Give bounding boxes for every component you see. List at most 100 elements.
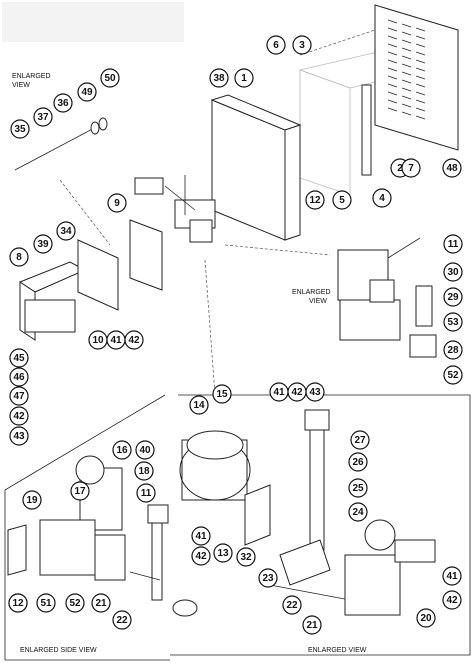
callout-label: 20 [420, 613, 432, 624]
callout-23: 23 [258, 568, 278, 588]
callout-21: 21 [91, 593, 111, 613]
vent-slot [387, 107, 398, 112]
callout-37: 37 [33, 107, 53, 127]
callout-label: 52 [447, 370, 459, 381]
callout-5: 5 [332, 190, 352, 210]
callout-label: 41 [110, 335, 122, 346]
callout-label: 16 [116, 445, 128, 456]
vent-slot [415, 35, 426, 40]
callout-label: 5 [339, 195, 345, 206]
vent-slot [401, 23, 412, 28]
callout-42: 42 [287, 382, 307, 402]
vent-slot [415, 115, 426, 120]
vent-slot [387, 67, 398, 72]
header-blank-box [2, 2, 184, 42]
vent-slot [387, 59, 398, 64]
vent-slot [415, 75, 426, 80]
callout-label: 11 [141, 488, 152, 499]
vent-slot [415, 107, 426, 112]
callout-label: 42 [13, 411, 25, 422]
callout-label: 27 [354, 435, 366, 446]
callout-label: 48 [446, 163, 458, 174]
tee-fitting [269, 539, 351, 601]
label-enlarged-left-2: VIEW [12, 82, 30, 89]
callout-38: 38 [209, 68, 229, 88]
callout-label: 12 [309, 195, 321, 206]
callout-17: 17 [70, 481, 90, 501]
vent-slot [401, 71, 412, 76]
label-enlarged-side-view: ENLARGED SIDE VIEW [20, 647, 97, 654]
blower-housing [179, 430, 251, 501]
vent-slot [387, 83, 398, 88]
label-enlarged-right-2: VIEW [309, 298, 327, 305]
side-pipe [129, 519, 198, 617]
callout-label: 53 [447, 317, 459, 328]
callout-label: 1 [241, 73, 247, 84]
callout-label: 36 [57, 98, 69, 109]
callout-41: 41 [269, 382, 289, 402]
vent-slot [415, 83, 426, 88]
frame-enlarged-side-view [4, 394, 166, 660]
callout-45: 45 [9, 348, 29, 368]
callout-51: 51 [36, 593, 56, 613]
callout-12: 12 [8, 593, 28, 613]
vent-slot [401, 95, 412, 100]
vent-slot [401, 79, 412, 84]
vent-slot [387, 19, 398, 24]
vent-slot [387, 51, 398, 56]
callout-21: 21 [302, 615, 322, 635]
mount-plate [129, 219, 163, 291]
vent-slot [415, 27, 426, 32]
rod-assembly [14, 117, 108, 171]
vent-slot [401, 111, 412, 116]
callout-18: 18 [134, 461, 154, 481]
callout-4: 4 [372, 188, 392, 208]
callout-35: 35 [10, 119, 30, 139]
vent-slot [401, 31, 412, 36]
callout-12: 12 [305, 190, 325, 210]
callout-label: 4 [379, 193, 385, 204]
callout-label: 17 [74, 486, 86, 497]
vent-slot [415, 91, 426, 96]
callout-label: 45 [13, 353, 25, 364]
callout-label: 30 [447, 267, 459, 278]
valve-box [18, 261, 87, 341]
valve-assembly [344, 519, 436, 616]
callout-24: 24 [348, 502, 368, 522]
callout-label: 10 [92, 335, 104, 346]
callout-47: 47 [9, 386, 29, 406]
callout-15: 15 [212, 384, 232, 404]
callout-label: 35 [14, 124, 26, 135]
callout-label: 49 [81, 87, 93, 98]
pipe-bracket [147, 504, 169, 524]
callout-label: 13 [217, 548, 229, 559]
enlarged-view-right [337, 237, 437, 358]
vent-slot [387, 27, 398, 32]
callout-label: 14 [193, 400, 205, 411]
side-valve-assembly [39, 455, 126, 581]
callout-41: 41 [106, 330, 126, 350]
callout-53: 53 [443, 312, 463, 332]
callout-label: 41 [273, 387, 285, 398]
front-panel [210, 94, 302, 241]
callout-7: 7 [401, 158, 421, 178]
vent-slot [401, 63, 412, 68]
callout-6: 6 [266, 35, 286, 55]
callout-label: 22 [286, 600, 298, 611]
burner-bracket [134, 175, 216, 243]
vent-slot [401, 103, 412, 108]
callout-label: 18 [138, 466, 150, 477]
callout-11: 11 [443, 234, 463, 254]
callout-label: 23 [262, 573, 274, 584]
side-gasket [7, 524, 27, 576]
callout-42: 42 [442, 590, 462, 610]
callout-label: 26 [352, 457, 364, 468]
callout-label: 8 [16, 252, 22, 263]
callout-42: 42 [124, 330, 144, 350]
callout-label: 7 [408, 163, 414, 174]
callout-label: 38 [213, 73, 225, 84]
callout-label: 37 [37, 112, 49, 123]
leader-lines-top [59, 29, 376, 396]
